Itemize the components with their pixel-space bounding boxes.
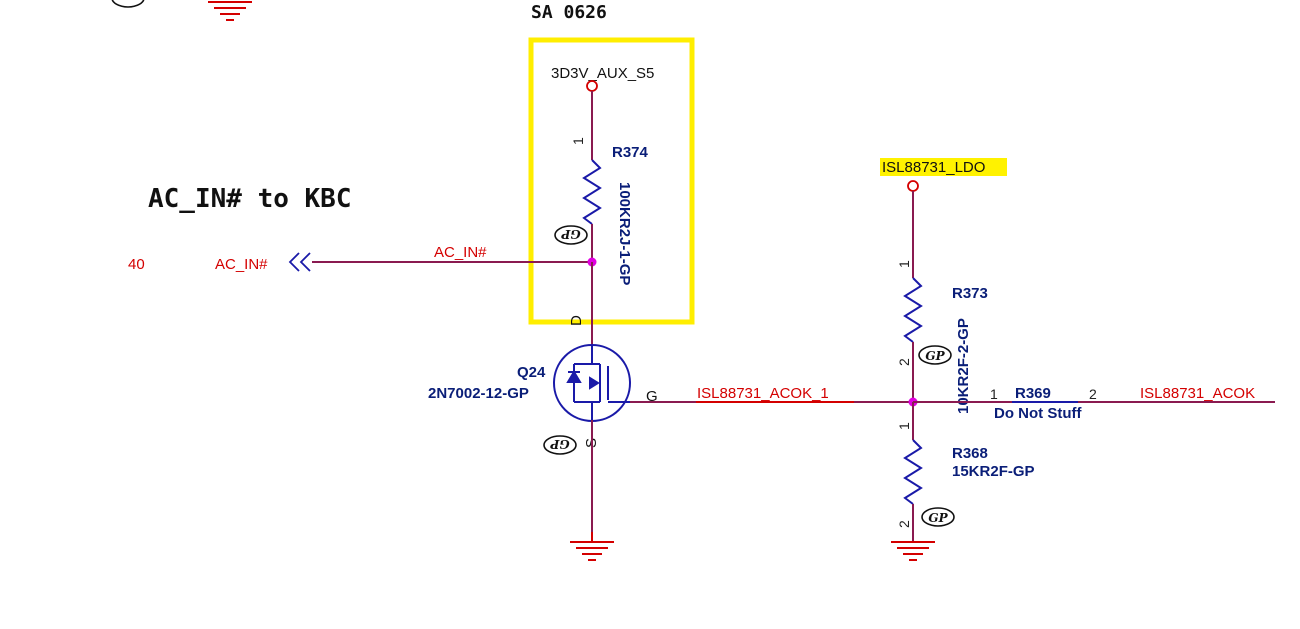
gp-badge-icon: GP — [554, 225, 588, 245]
r369-pin1: 1 — [990, 386, 998, 402]
r369-pin2: 2 — [1089, 386, 1097, 402]
resistor-icon — [903, 277, 923, 343]
section-heading: AC_IN# to KBC — [148, 184, 352, 214]
net-highlight — [880, 158, 1007, 176]
net-label-acok-1: ISL88731_ACOK_1 — [697, 385, 829, 402]
highlight-box — [528, 37, 695, 325]
partial-gp-badge-icon — [111, 0, 145, 8]
connector-name: AC_IN# — [215, 256, 268, 273]
gp-badge-icon: GP — [918, 345, 952, 365]
r373-ref: R373 — [952, 285, 988, 302]
gp-badge-icon: GP — [543, 435, 577, 455]
r373-pin1: 1 — [896, 260, 912, 268]
resistor-icon — [903, 439, 923, 505]
svg-text:GP: GP — [928, 511, 948, 525]
r369-ref: R369 — [1015, 385, 1051, 402]
offpage-connector-icon — [288, 252, 311, 272]
r368-ref: R368 — [952, 445, 988, 462]
partial-ground-icon — [208, 1, 252, 21]
q24-value: 2N7002-12-GP — [428, 385, 529, 402]
r368-pin1: 1 — [896, 422, 912, 430]
svg-text:GP: GP — [925, 349, 945, 363]
r368-value: 15KR2F-GP — [952, 463, 1035, 480]
q24-pin-d: D — [568, 315, 585, 326]
r374-value: 100KR2J-1-GP — [616, 182, 633, 285]
r374-ref: R374 — [612, 144, 649, 161]
gp-badge-icon: GP — [921, 507, 955, 527]
net-label-ldo: ISL88731_LDO — [882, 159, 985, 176]
r368-pin2: 2 — [896, 520, 912, 528]
ground-icon — [570, 532, 614, 561]
sheet-label: SA 0626 — [531, 2, 607, 23]
nmos-transistor-icon — [553, 344, 631, 422]
net-label-acok: ISL88731_ACOK — [1140, 385, 1255, 402]
q24-pin-g: G — [646, 388, 658, 405]
q24-ref: Q24 — [517, 364, 546, 381]
r374-pin1: 1 — [570, 137, 586, 145]
net-label-aux-power: 3D3V_AUX_S5 — [551, 65, 654, 82]
svg-text:GP: GP — [560, 227, 580, 241]
net-label-ac-in: AC_IN# — [434, 244, 487, 261]
resistor-icon — [582, 159, 602, 225]
power-port-icon — [586, 80, 598, 92]
connector-number: 40 — [128, 256, 145, 273]
svg-text:GP: GP — [549, 437, 569, 451]
power-port-icon — [907, 180, 919, 192]
r373-pin2: 2 — [896, 358, 912, 366]
r373-value: 10KR2F-2-GP — [955, 318, 972, 414]
ground-icon — [891, 541, 935, 561]
r369-value: Do Not Stuff — [994, 405, 1082, 422]
